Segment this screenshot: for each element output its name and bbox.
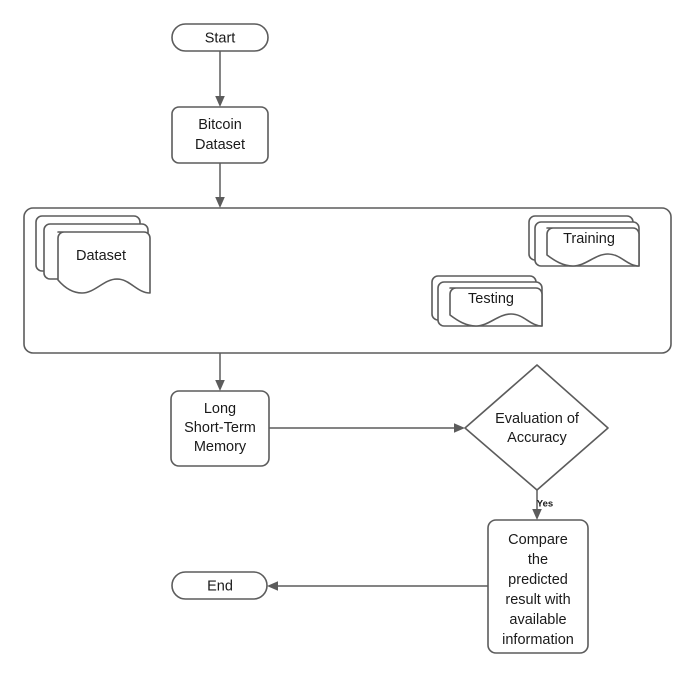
node-training-label: Training xyxy=(563,231,615,247)
node-start-label: Start xyxy=(205,30,236,46)
node-compare-label-line6: information xyxy=(502,632,574,648)
node-testing[interactable]: Testing xyxy=(431,275,543,327)
node-testing-label: Testing xyxy=(468,291,514,307)
edge-compare-to-end xyxy=(267,581,488,591)
node-lstm-label-line3: Memory xyxy=(194,439,247,455)
node-evaluation[interactable]: Evaluation of Accuracy xyxy=(464,364,609,491)
node-end-label: End xyxy=(207,578,233,594)
edge-label-yes: Yes xyxy=(537,499,553,510)
node-evaluation-label-line2: Accuracy xyxy=(507,430,567,446)
node-lstm-label-line1: Long xyxy=(204,401,236,417)
node-training[interactable]: Training xyxy=(528,215,640,267)
node-dataset[interactable]: Dataset xyxy=(35,215,151,294)
node-evaluation-label-line1: Evaluation of xyxy=(495,411,580,427)
node-bitcoin-dataset-label-line1: Bitcoin xyxy=(198,117,242,133)
node-compare-label-line5: available xyxy=(509,612,566,628)
node-compare[interactable]: Compare the predicted result with availa… xyxy=(487,519,589,654)
node-compare-label-line3: predicted xyxy=(508,572,568,588)
node-lstm-label-line2: Short-Term xyxy=(184,420,256,436)
edge-bitcoin-dataset-to-split-container xyxy=(215,163,225,208)
edge-lstm-to-evaluation xyxy=(269,423,465,433)
edge-start-to-bitcoin-dataset xyxy=(215,51,225,107)
edge-split-container-to-lstm xyxy=(215,353,225,391)
node-end[interactable]: End xyxy=(171,571,268,600)
edge-evaluation-to-compare: Yes xyxy=(532,490,553,520)
node-bitcoin-dataset[interactable]: Bitcoin Dataset xyxy=(171,106,269,164)
node-compare-label-line2: the xyxy=(528,552,548,568)
node-compare-label-line4: result with xyxy=(505,592,570,608)
node-start[interactable]: Start xyxy=(171,23,269,52)
node-dataset-label: Dataset xyxy=(76,248,126,264)
node-lstm[interactable]: Long Short-Term Memory xyxy=(170,390,270,467)
node-compare-label-line1: Compare xyxy=(508,532,568,548)
node-bitcoin-dataset-label-line2: Dataset xyxy=(195,137,245,153)
